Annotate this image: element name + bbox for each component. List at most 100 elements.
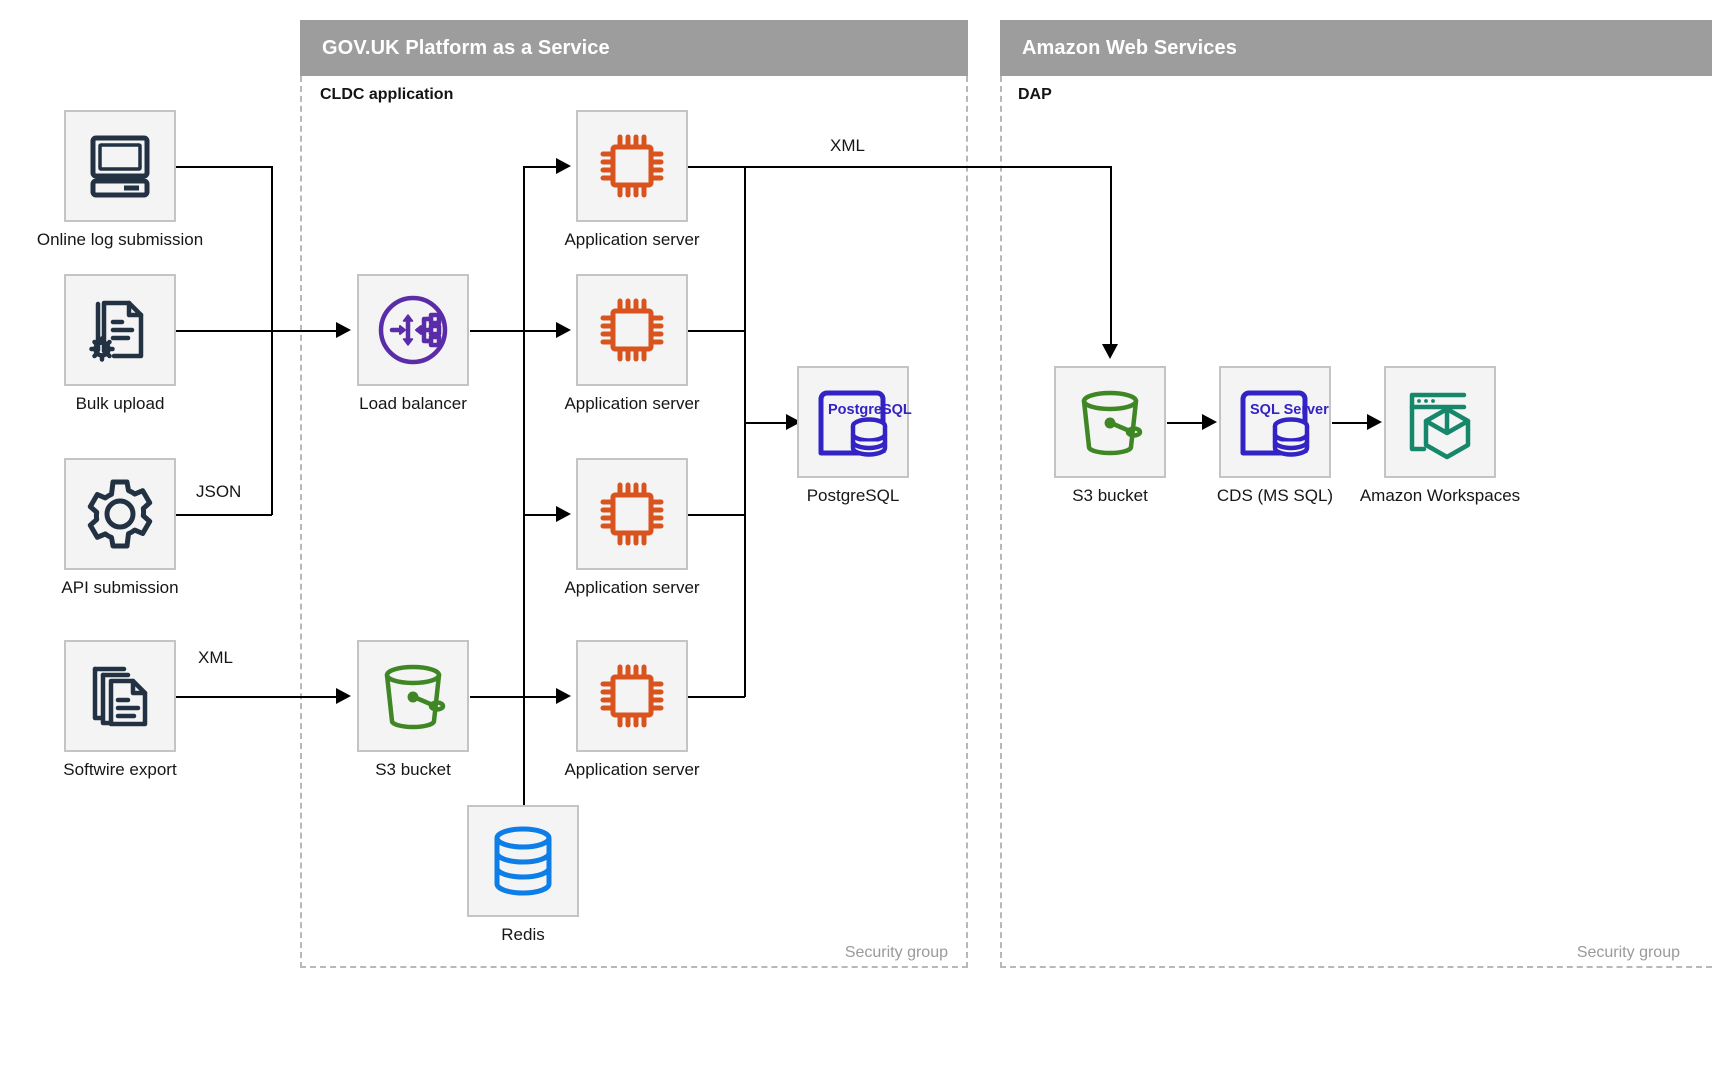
- connector-s3-to-app-4: [470, 696, 524, 698]
- arrow-into-app-server-3: [556, 506, 571, 522]
- node-tile: [576, 110, 688, 222]
- s3-bucket-icon: [375, 661, 451, 731]
- edge-label-xml-export: XML: [824, 136, 871, 156]
- connector-to-app-1: [523, 166, 556, 168]
- arrow-into-s3-paas: [336, 688, 351, 704]
- postgresql-icon: PostgreSQL: [807, 383, 912, 461]
- connector-to-app-3: [523, 514, 556, 516]
- node-label: API submission: [61, 578, 179, 597]
- node-label: PostgreSQL: [806, 486, 900, 505]
- node-label: S3 bucket: [1072, 486, 1148, 505]
- node-bulk-upload[interactable]: Bulk upload: [64, 274, 176, 413]
- zone-sublabel-dap: DAP: [1018, 86, 1052, 103]
- node-label: S3 bucket: [375, 760, 451, 779]
- node-tile: [357, 274, 469, 386]
- documents-stack-icon: [84, 660, 156, 732]
- node-amazon-workspaces[interactable]: Amazon Workspaces: [1360, 366, 1520, 505]
- node-online-log-submission[interactable]: Online log submission: [37, 110, 203, 249]
- node-application-server-3[interactable]: Application server: [564, 458, 700, 597]
- cpu-chip-icon: [595, 293, 669, 367]
- node-tile: [467, 805, 579, 917]
- node-api-submission[interactable]: API submission: [61, 458, 179, 597]
- node-tile: [576, 458, 688, 570]
- zone-box-paas: [300, 76, 968, 968]
- arrow-into-workspaces: [1367, 414, 1382, 430]
- connector-cds-to-workspaces: [1332, 422, 1367, 424]
- security-group-label-paas: Security group: [844, 944, 948, 961]
- s3-bucket-icon: [1072, 387, 1148, 457]
- arrow-into-s3-aws: [1102, 344, 1118, 359]
- node-label: Load balancer: [359, 394, 467, 413]
- node-label: Redis: [501, 925, 545, 944]
- zone-header-aws: Amazon Web Services: [1000, 20, 1712, 76]
- connector-xml-export-v: [1110, 166, 1112, 344]
- node-label: Application server: [564, 578, 700, 597]
- connector-bulk-upload-h: [176, 330, 336, 332]
- node-tile: [64, 640, 176, 752]
- arrow-into-cds: [1202, 414, 1217, 430]
- arrow-into-load-balancer: [336, 322, 351, 338]
- zone-header-paas: GOV.UK Platform as a Service: [300, 20, 968, 76]
- connector-online-log-h: [176, 166, 272, 168]
- node-label: CDS (MS SQL): [1216, 486, 1334, 505]
- arrow-into-app-server-1: [556, 158, 571, 174]
- node-label: Amazon Workspaces: [1359, 486, 1521, 505]
- connector-bus-to-lb: [271, 330, 336, 332]
- node-tile: SQL Server: [1219, 366, 1331, 478]
- node-tile: [64, 274, 176, 386]
- connector-xml-export-h: [688, 166, 1112, 168]
- connector-lb-distribution-bus: [523, 166, 525, 698]
- connector-app-3-out: [688, 514, 745, 516]
- node-s3-bucket-paas[interactable]: S3 bucket: [357, 640, 469, 779]
- node-application-server-1[interactable]: Application server: [564, 110, 700, 249]
- node-label: Softwire export: [63, 760, 177, 779]
- connector-app-4-out: [688, 696, 745, 698]
- connector-bus-to-postgres: [744, 422, 786, 424]
- connector-api-h: [176, 514, 272, 516]
- edge-label-json: JSON: [190, 482, 248, 502]
- node-cds-ms-sql[interactable]: SQL Server CDS (MS SQL): [1217, 366, 1333, 505]
- node-tile: [64, 110, 176, 222]
- security-group-label-aws: Security group: [1576, 944, 1680, 961]
- gear-icon: [82, 476, 158, 552]
- node-tile: [576, 640, 688, 752]
- node-load-balancer[interactable]: Load balancer: [357, 274, 469, 413]
- node-tile: [576, 274, 688, 386]
- desktop-computer-icon: [84, 130, 156, 202]
- connector-softwire-to-s3: [176, 696, 336, 698]
- zone-box-aws: [1000, 76, 1712, 968]
- node-application-server-4[interactable]: Application server: [564, 640, 700, 779]
- svg-text:SQL Server: SQL Server: [1250, 402, 1329, 418]
- arrow-into-app-server-4: [556, 688, 571, 704]
- node-tile: [1384, 366, 1496, 478]
- node-tile: [357, 640, 469, 752]
- node-tile: [64, 458, 176, 570]
- connector-input-bus-v: [271, 166, 273, 515]
- node-label: Bulk upload: [75, 394, 165, 413]
- arrow-into-app-server-2: [556, 322, 571, 338]
- node-label: Application server: [564, 760, 700, 779]
- node-s3-bucket-aws[interactable]: S3 bucket: [1054, 366, 1166, 505]
- node-label: Application server: [564, 394, 700, 413]
- node-tile: [1054, 366, 1166, 478]
- node-softwire-export[interactable]: Softwire export: [63, 640, 177, 779]
- node-postgresql[interactable]: PostgreSQL PostgreSQL: [797, 366, 912, 505]
- connector-db-collector-bus: [744, 166, 746, 697]
- connector-lb-out: [470, 330, 524, 332]
- connector-to-app-2: [523, 330, 556, 332]
- node-application-server-2[interactable]: Application server: [564, 274, 700, 413]
- database-icon: [490, 824, 556, 898]
- connector-s3-to-cds: [1167, 422, 1202, 424]
- node-label: Application server: [564, 230, 700, 249]
- svg-text:PostgreSQL: PostgreSQL: [828, 402, 912, 418]
- connector-to-app-4: [523, 696, 556, 698]
- document-gear-icon: [84, 294, 156, 366]
- cpu-chip-icon: [595, 477, 669, 551]
- node-tile: PostgreSQL: [797, 366, 912, 478]
- amazon-workspaces-icon: [1402, 385, 1478, 460]
- connector-redis-v: [523, 696, 525, 810]
- zone-sublabel-cldc: CLDC application: [320, 86, 454, 103]
- node-redis[interactable]: Redis: [467, 805, 579, 944]
- sql-server-icon: SQL Server: [1229, 383, 1329, 461]
